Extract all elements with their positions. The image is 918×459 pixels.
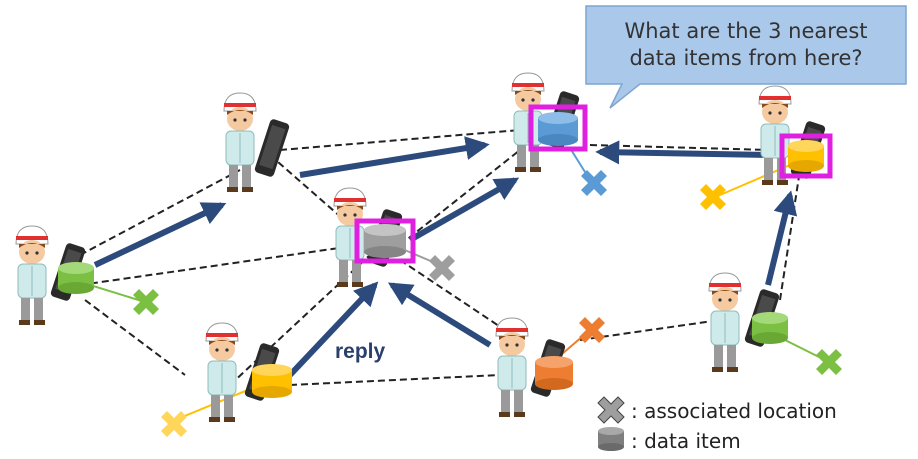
query-arrows: [93, 136, 798, 286]
legend-row-data: : data item: [597, 426, 837, 456]
legend-spacer: [597, 398, 627, 424]
reply-label: reply: [335, 340, 386, 363]
location-x-icon: [816, 349, 842, 375]
speech-bubble-text: What are the 3 nearest data items from h…: [588, 8, 904, 82]
association-lines: [89, 147, 826, 421]
location-x-icon: [700, 184, 726, 210]
legend-glyphs: [597, 396, 625, 451]
nearest-highlights: [354, 104, 833, 264]
legend-spacer: [597, 428, 627, 454]
data-item-yellow-bottom: [252, 364, 292, 398]
location-x-icon: [133, 289, 159, 315]
data-item-blue: [538, 112, 578, 146]
data-item-gray: [364, 224, 406, 258]
location-x-icon: [429, 255, 455, 281]
bubble-line-2: data items from here?: [629, 46, 863, 70]
data-item-yellow-top: [788, 140, 824, 172]
reply-arrows: [287, 281, 492, 378]
legend-cylinder-icon: [598, 427, 624, 451]
data-item-orange: [535, 356, 573, 390]
legend-location-label: : associated location: [631, 399, 837, 423]
person-user-top-left: [223, 92, 291, 193]
data-item-green-left: [58, 262, 94, 294]
speech-bubble: [585, 5, 907, 109]
legend-row-location: : associated location: [597, 396, 837, 426]
location-x-icon: [161, 411, 187, 437]
legend: : associated location : data item: [597, 396, 837, 456]
bubble-line-1: What are the 3 nearest: [624, 19, 868, 43]
connection-lines: [79, 129, 801, 386]
data-item-green-right: [752, 312, 788, 344]
legend-data-label: : data item: [631, 429, 741, 453]
location-x-icon: [581, 170, 607, 196]
